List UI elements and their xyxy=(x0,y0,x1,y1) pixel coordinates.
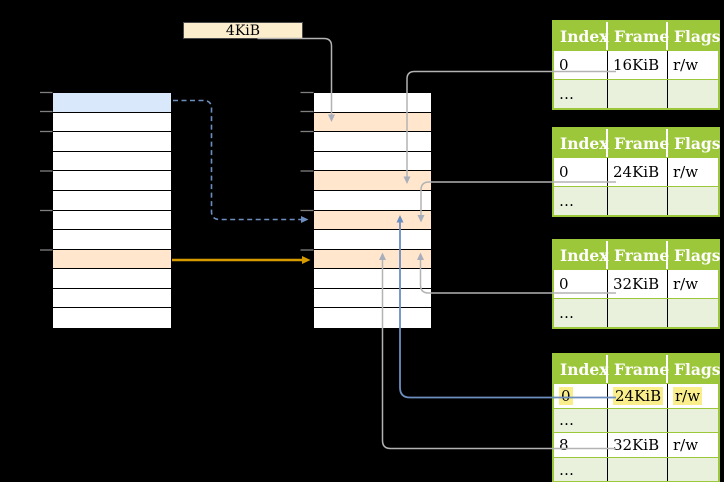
memory-row xyxy=(314,230,431,250)
memory-row xyxy=(53,269,171,289)
memory-row xyxy=(53,210,171,231)
frame-size-box: 4KiB xyxy=(183,22,303,39)
flags-cell: r/w xyxy=(673,56,699,74)
column-header: Flags xyxy=(674,26,721,46)
index-cell: … xyxy=(554,457,608,482)
flags-cell xyxy=(668,458,718,482)
frame-cell: 24KiB xyxy=(608,158,668,186)
highlighted-value: r/w xyxy=(673,386,703,405)
column-header: Frame xyxy=(608,22,669,50)
physical-frame-row xyxy=(314,210,431,231)
column-header: Frame xyxy=(608,355,669,383)
frame-cell: 32KiB xyxy=(608,433,668,457)
virtual-memory-column xyxy=(52,92,172,329)
flags-cell xyxy=(668,187,718,215)
table-row: … xyxy=(554,456,718,482)
physical-frame-row xyxy=(314,171,431,191)
physical-memory-column xyxy=(313,92,432,329)
table-row: … xyxy=(554,186,718,215)
column-header: Index xyxy=(554,355,608,383)
index-cell: 0 xyxy=(554,270,608,298)
memory-row xyxy=(314,132,431,152)
virtual-page-row-orange xyxy=(53,249,171,270)
table-row: … xyxy=(554,298,718,327)
page-table-header: Index Frame Flags xyxy=(554,22,721,50)
frame-cell xyxy=(608,299,668,327)
physical-frame-row xyxy=(314,112,431,133)
memory-row xyxy=(53,308,171,328)
table-row-highlighted: 0 24KiB r/w xyxy=(554,383,718,408)
page-table-3: Index Frame Flags 0 32KiB r/w … xyxy=(552,239,721,329)
index-cell: … xyxy=(554,408,608,433)
index-cell: … xyxy=(554,187,608,215)
frame-cell xyxy=(608,80,668,108)
index-cell: 0 xyxy=(554,158,608,186)
memory-row xyxy=(53,112,171,133)
column-header: Frame xyxy=(608,129,669,157)
flags-cell: r/w xyxy=(673,435,699,454)
memory-row xyxy=(314,93,431,113)
column-header: Index xyxy=(554,129,608,157)
index-cell: 8 xyxy=(554,433,608,457)
flags-cell: r/w xyxy=(673,163,699,181)
page-table-header: Index Frame Flags xyxy=(554,129,721,157)
frame-cell: 16KiB xyxy=(608,51,668,79)
page-table-1: Index Frame Flags 0 16KiB r/w … xyxy=(552,20,721,110)
frame-cell xyxy=(608,457,668,482)
memory-row xyxy=(314,151,431,172)
virtual-page-row-blue xyxy=(53,93,171,113)
table-row: … xyxy=(554,79,718,108)
page-table-header: Index Frame Flags xyxy=(554,241,721,269)
flags-cell: r/w xyxy=(668,384,718,408)
table-row: 0 16KiB r/w xyxy=(554,50,718,79)
flags-cell xyxy=(668,409,718,433)
page-table-2: Index Frame Flags 0 24KiB r/w … xyxy=(552,127,721,217)
column-header: Index xyxy=(554,22,608,50)
table-row: … xyxy=(554,407,718,433)
column-header: Frame xyxy=(608,241,669,269)
memory-row xyxy=(53,171,171,191)
frame-cell xyxy=(608,187,668,215)
memory-row xyxy=(53,151,171,172)
index-cell: … xyxy=(554,299,608,327)
index-cell: 0 xyxy=(554,51,608,79)
column-header: Flags xyxy=(674,245,721,265)
frame-cell: 32KiB xyxy=(608,270,668,298)
highlighted-value: 24KiB xyxy=(613,386,664,405)
memory-row xyxy=(314,288,431,309)
page-table-header: Index Frame Flags xyxy=(554,355,721,383)
highlighted-value: 0 xyxy=(559,386,573,405)
memory-row xyxy=(53,230,171,250)
memory-row xyxy=(314,190,431,211)
frame-cell xyxy=(608,408,668,433)
index-cell: 0 xyxy=(554,384,608,408)
flags-cell: r/w xyxy=(673,275,699,293)
flags-cell xyxy=(668,299,718,327)
column-header: Index xyxy=(554,241,608,269)
column-header: Flags xyxy=(674,133,721,153)
physical-frame-row xyxy=(314,249,431,270)
table-row: 8 32KiB r/w xyxy=(554,432,718,457)
memory-row xyxy=(53,190,171,211)
index-cell: … xyxy=(554,80,608,108)
flags-cell xyxy=(668,80,718,108)
frame-size-label: 4KiB xyxy=(225,22,261,39)
memory-row xyxy=(53,132,171,152)
memory-row xyxy=(314,308,431,328)
arrow-virtual-blue-to-physical xyxy=(173,99,309,223)
memory-row xyxy=(53,288,171,309)
column-header: Flags xyxy=(674,359,721,379)
frame-cell: 24KiB xyxy=(608,384,668,408)
memory-row xyxy=(314,269,431,289)
table-row: 0 24KiB r/w xyxy=(554,157,718,186)
table-row: 0 32KiB r/w xyxy=(554,269,718,298)
page-table-4: Index Frame Flags 0 24KiB r/w … 8 32KiB … xyxy=(552,353,721,482)
